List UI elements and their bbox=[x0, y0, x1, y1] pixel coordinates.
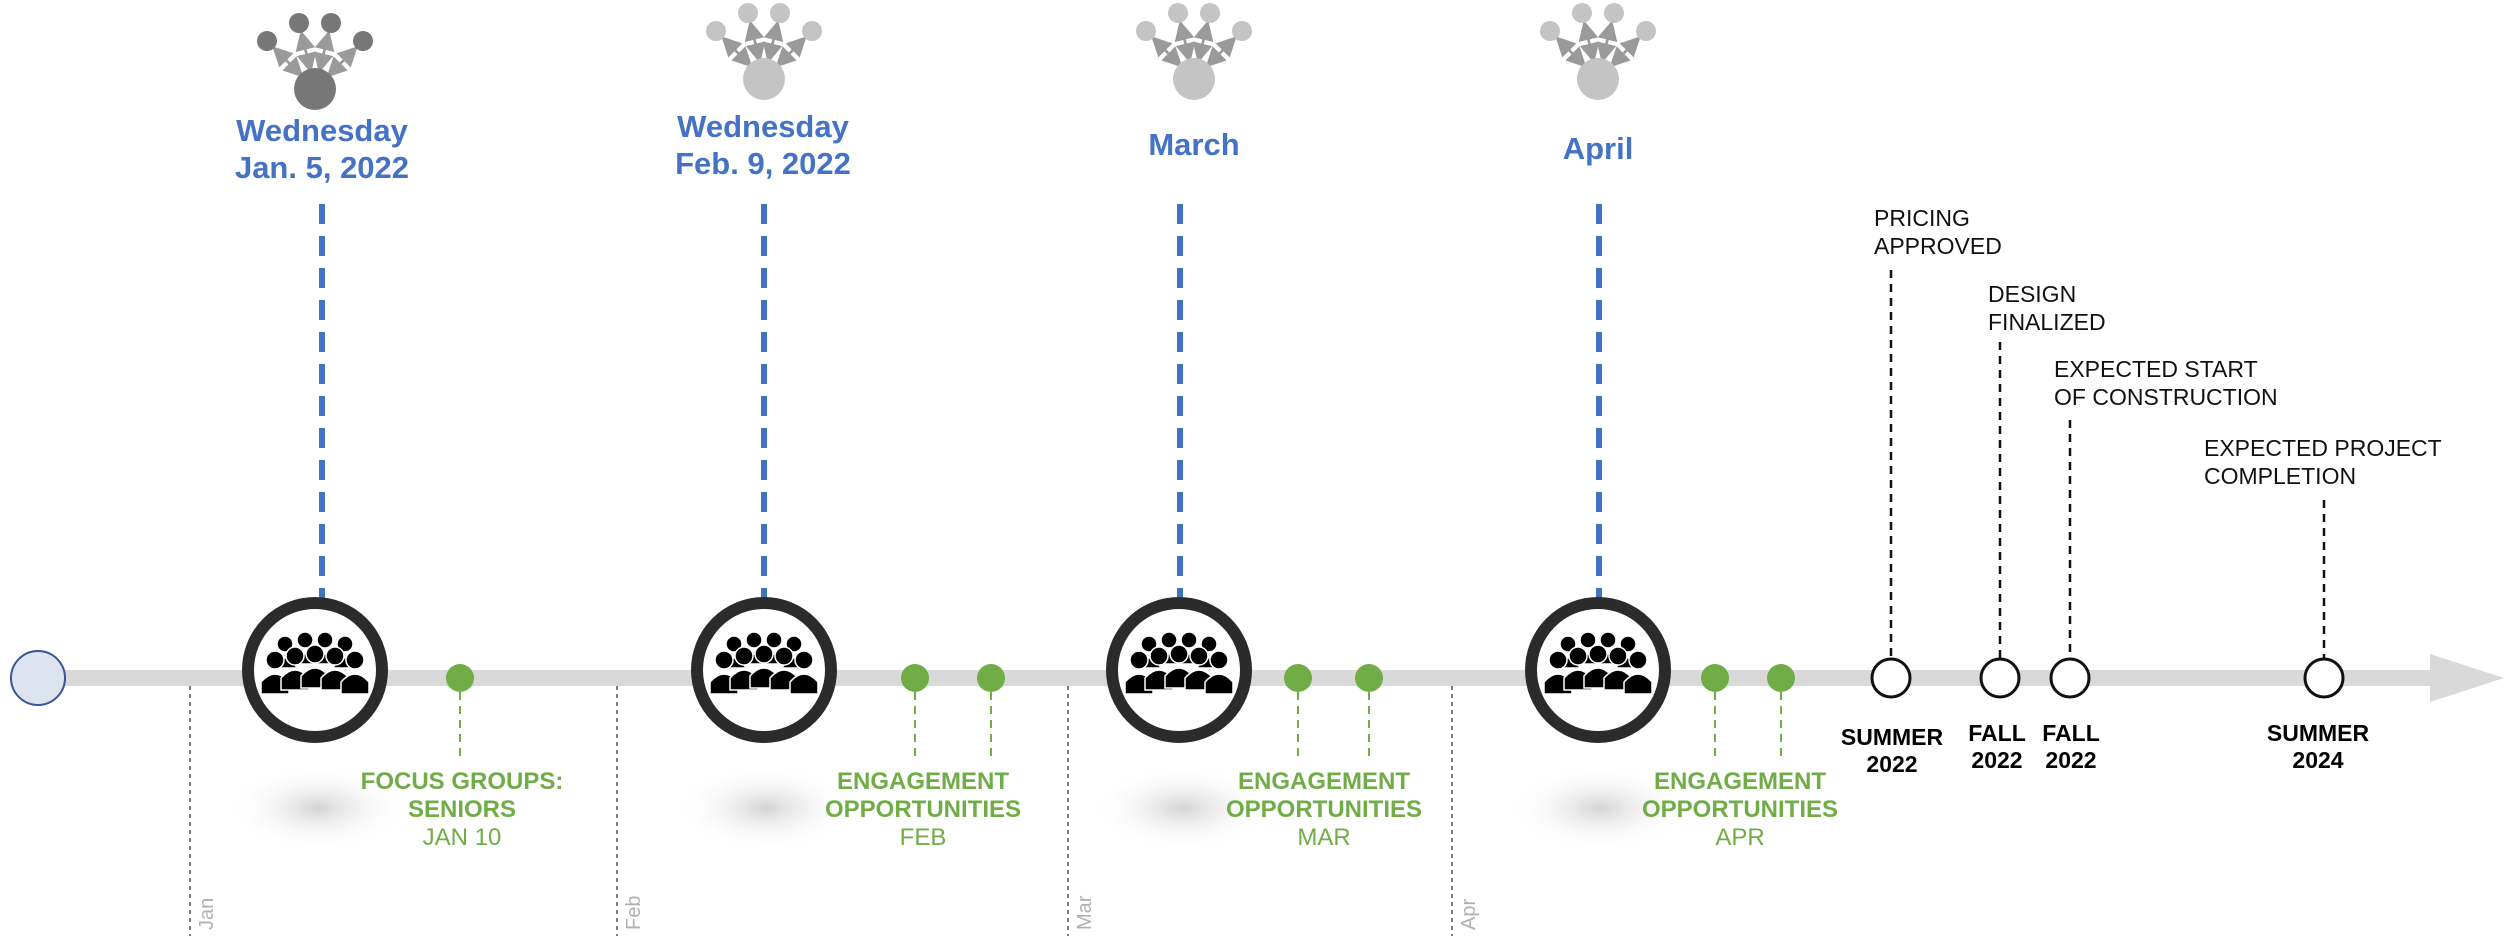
meeting-date-line1: Wednesday bbox=[677, 109, 849, 144]
milestone-date-line2: 2022 bbox=[1971, 747, 2023, 773]
milestone-date: FALL 2022 bbox=[2026, 720, 2116, 774]
milestone-date: SUMMER 2022 bbox=[1832, 724, 1952, 778]
meeting-date-label: Wednesday Feb. 9, 2022 bbox=[663, 108, 863, 182]
engagement-label: FOCUS GROUPS: SENIORS JAN 10 bbox=[342, 768, 582, 852]
milestone-label-line1: EXPECTED PROJECT bbox=[2204, 435, 2442, 461]
engagement-title-line2: OPPORTUNITIES bbox=[1641, 796, 1839, 823]
network-hub-icon bbox=[1540, 3, 1656, 100]
milestone-date-line1: FALL bbox=[1968, 720, 2026, 746]
milestone-marker bbox=[2303, 657, 2345, 699]
timeline-start-dot bbox=[10, 650, 66, 706]
milestone-label: DESIGN FINALIZED bbox=[1988, 280, 2106, 336]
people-group-icon bbox=[260, 631, 370, 695]
engagement-dot bbox=[1701, 664, 1729, 692]
meeting-shadow bbox=[1510, 766, 1690, 850]
engagement-label: ENGAGEMENT OPPORTUNITIES APR bbox=[1620, 768, 1860, 852]
milestone-marker bbox=[2049, 657, 2091, 699]
network-hub-icon bbox=[257, 13, 373, 110]
engagement-subtitle: MAR bbox=[1297, 824, 1351, 851]
people-group-icon bbox=[1543, 631, 1653, 695]
engagement-title-line2: SENIORS bbox=[407, 796, 517, 823]
people-group-icon bbox=[1124, 631, 1234, 695]
engagement-dot bbox=[1767, 664, 1795, 692]
engagement-dot bbox=[1355, 664, 1383, 692]
milestone-label-line2: APPROVED bbox=[1874, 233, 2002, 259]
month-label-mar: Mar bbox=[1074, 895, 1096, 930]
network-hub-icon bbox=[706, 3, 822, 100]
engagement-title-line1: ENGAGEMENT bbox=[1653, 768, 1826, 795]
milestone-label: EXPECTED START OF CONSTRUCTION bbox=[2054, 355, 2278, 411]
meeting-date-line2: Jan. 5, 2022 bbox=[234, 150, 410, 185]
milestone-label: EXPECTED PROJECT COMPLETION bbox=[2204, 434, 2442, 490]
engagement-title-line1: ENGAGEMENT bbox=[1237, 768, 1410, 795]
meeting-date-line1: April bbox=[1562, 131, 1634, 166]
timeline-arrow-icon bbox=[2430, 654, 2504, 702]
engagement-dot bbox=[1284, 664, 1312, 692]
meeting-shadow bbox=[1093, 766, 1273, 850]
milestone-marker bbox=[1979, 657, 2021, 699]
meeting-date-line1: March bbox=[1148, 127, 1240, 162]
milestone-label: PRICING APPROVED bbox=[1874, 204, 2002, 260]
engagement-dot bbox=[977, 664, 1005, 692]
milestone-date: SUMMER 2024 bbox=[2258, 720, 2378, 774]
engagement-dot bbox=[446, 664, 474, 692]
milestone-label-line1: PRICING bbox=[1874, 205, 1970, 231]
meeting-date-label: March bbox=[1094, 126, 1294, 163]
milestone-date-line1: FALL bbox=[2042, 720, 2100, 746]
people-group-icon bbox=[709, 631, 819, 695]
milestone-label-line2: FINALIZED bbox=[1988, 309, 2106, 335]
engagement-dot bbox=[901, 664, 929, 692]
engagement-title-line2: OPPORTUNITIES bbox=[1225, 796, 1423, 823]
milestone-date: FALL 2022 bbox=[1950, 720, 2044, 774]
meeting-date-line1: Wednesday bbox=[236, 113, 408, 148]
milestone-date-line2: 2024 bbox=[2292, 747, 2344, 773]
engagement-title-line1: ENGAGEMENT bbox=[836, 768, 1009, 795]
month-label-apr: Apr bbox=[1458, 898, 1480, 930]
engagement-title-line2: OPPORTUNITIES bbox=[824, 796, 1022, 823]
milestone-date-line2: 2022 bbox=[1866, 751, 1918, 777]
network-hub-icon bbox=[1136, 3, 1252, 100]
meeting-shadow bbox=[676, 766, 856, 850]
engagement-title-line1: FOCUS GROUPS: bbox=[360, 768, 564, 795]
meeting-shadow bbox=[228, 766, 408, 850]
engagement-label: ENGAGEMENT OPPORTUNITIES MAR bbox=[1204, 768, 1444, 852]
milestone-label-line2: OF CONSTRUCTION bbox=[2054, 384, 2278, 410]
engagement-subtitle: APR bbox=[1715, 824, 1765, 851]
milestone-date-line2: 2022 bbox=[2045, 747, 2097, 773]
engagement-subtitle: JAN 10 bbox=[422, 824, 502, 851]
meeting-date-label: Wednesday Jan. 5, 2022 bbox=[222, 112, 422, 186]
milestone-date-line1: SUMMER bbox=[2266, 720, 2370, 746]
milestone-date-line1: SUMMER bbox=[1840, 724, 1944, 750]
milestone-marker bbox=[1870, 657, 1912, 699]
milestone-label-line1: DESIGN bbox=[1988, 281, 2077, 307]
engagement-subtitle: FEB bbox=[899, 824, 947, 851]
month-label-jan: Jan bbox=[196, 897, 218, 930]
meeting-date-line2: Feb. 9, 2022 bbox=[675, 146, 851, 181]
milestone-label-line1: EXPECTED START bbox=[2054, 356, 2258, 382]
meeting-date-label: April bbox=[1498, 130, 1698, 167]
engagement-label: ENGAGEMENT OPPORTUNITIES FEB bbox=[803, 768, 1043, 852]
month-label-feb: Feb bbox=[623, 895, 645, 930]
milestone-label-line2: COMPLETION bbox=[2204, 463, 2357, 489]
